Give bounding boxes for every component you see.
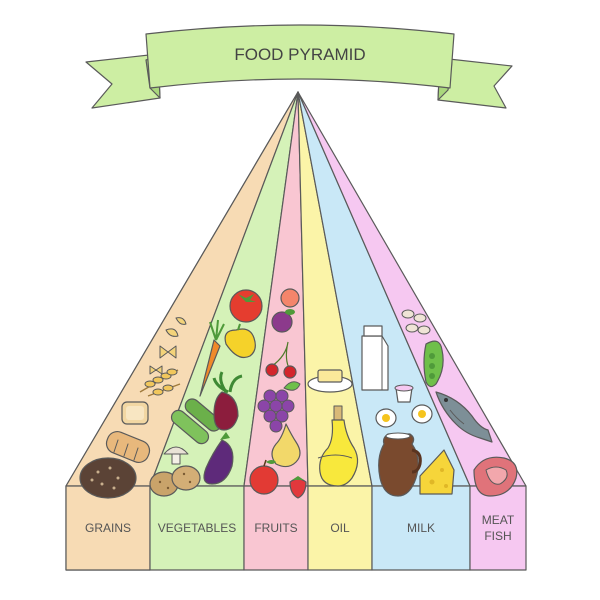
milk-foods (361, 325, 455, 497)
toast-icon (121, 401, 149, 425)
cheese-icon (419, 449, 455, 495)
eggplant-icon (203, 432, 234, 485)
label-milk: MILK (407, 521, 435, 535)
label-box-milk (371, 485, 471, 571)
label-box-meat-fish (469, 485, 527, 571)
ribbon-left-tail (85, 53, 161, 109)
grains-foods (79, 317, 187, 499)
label-fruits: FRUITS (254, 521, 297, 535)
fruits-foods (249, 288, 307, 499)
butter-icon (307, 369, 353, 393)
bell-pepper-icon (224, 323, 256, 359)
yogurt-icon (394, 384, 414, 403)
mushroom-icon (163, 446, 189, 465)
beans-icon (401, 309, 431, 335)
label-meat: MEAT (482, 513, 515, 527)
base-labels: GRAINS VEGETABLES FRUITS OIL MILK MEAT F… (65, 485, 527, 571)
label-vegetables: VEGETABLES (158, 521, 236, 535)
pyramid-title: FOOD PYRAMID (234, 45, 365, 64)
apple-icon (249, 459, 279, 495)
steak-icon (473, 456, 518, 497)
potato-icon (149, 465, 201, 497)
grapes-icon (257, 381, 301, 433)
ribbon-band (145, 24, 455, 89)
beet-icon (212, 371, 243, 431)
label-box-grains (65, 485, 151, 571)
label-fish: FISH (484, 529, 511, 543)
title-ribbon: FOOD PYRAMID (85, 24, 513, 109)
cucumber-icon (170, 398, 222, 445)
pasta-icon (149, 317, 187, 375)
oil-bottle-icon (317, 405, 359, 487)
label-oil: OIL (330, 521, 350, 535)
plum-icon (271, 309, 295, 333)
pear-icon (271, 423, 301, 468)
wheat-icon (139, 368, 181, 397)
cherry-icon (265, 341, 297, 379)
bread-icon (79, 457, 137, 499)
vegetables-foods (149, 289, 263, 497)
strawberry-icon (289, 476, 307, 499)
label-grains: GRAINS (85, 521, 131, 535)
peach-icon (280, 288, 300, 308)
fish-icon (435, 391, 493, 443)
peas-icon (423, 340, 444, 388)
milk-jug-icon (378, 432, 422, 497)
egg-icon (375, 404, 433, 428)
oil-foods (307, 369, 359, 487)
baguette-icon (105, 430, 151, 464)
carrot-icon (199, 319, 225, 397)
tomato-icon (229, 289, 263, 323)
meat-fish-foods (401, 309, 518, 497)
milk-carton-icon (361, 325, 389, 391)
